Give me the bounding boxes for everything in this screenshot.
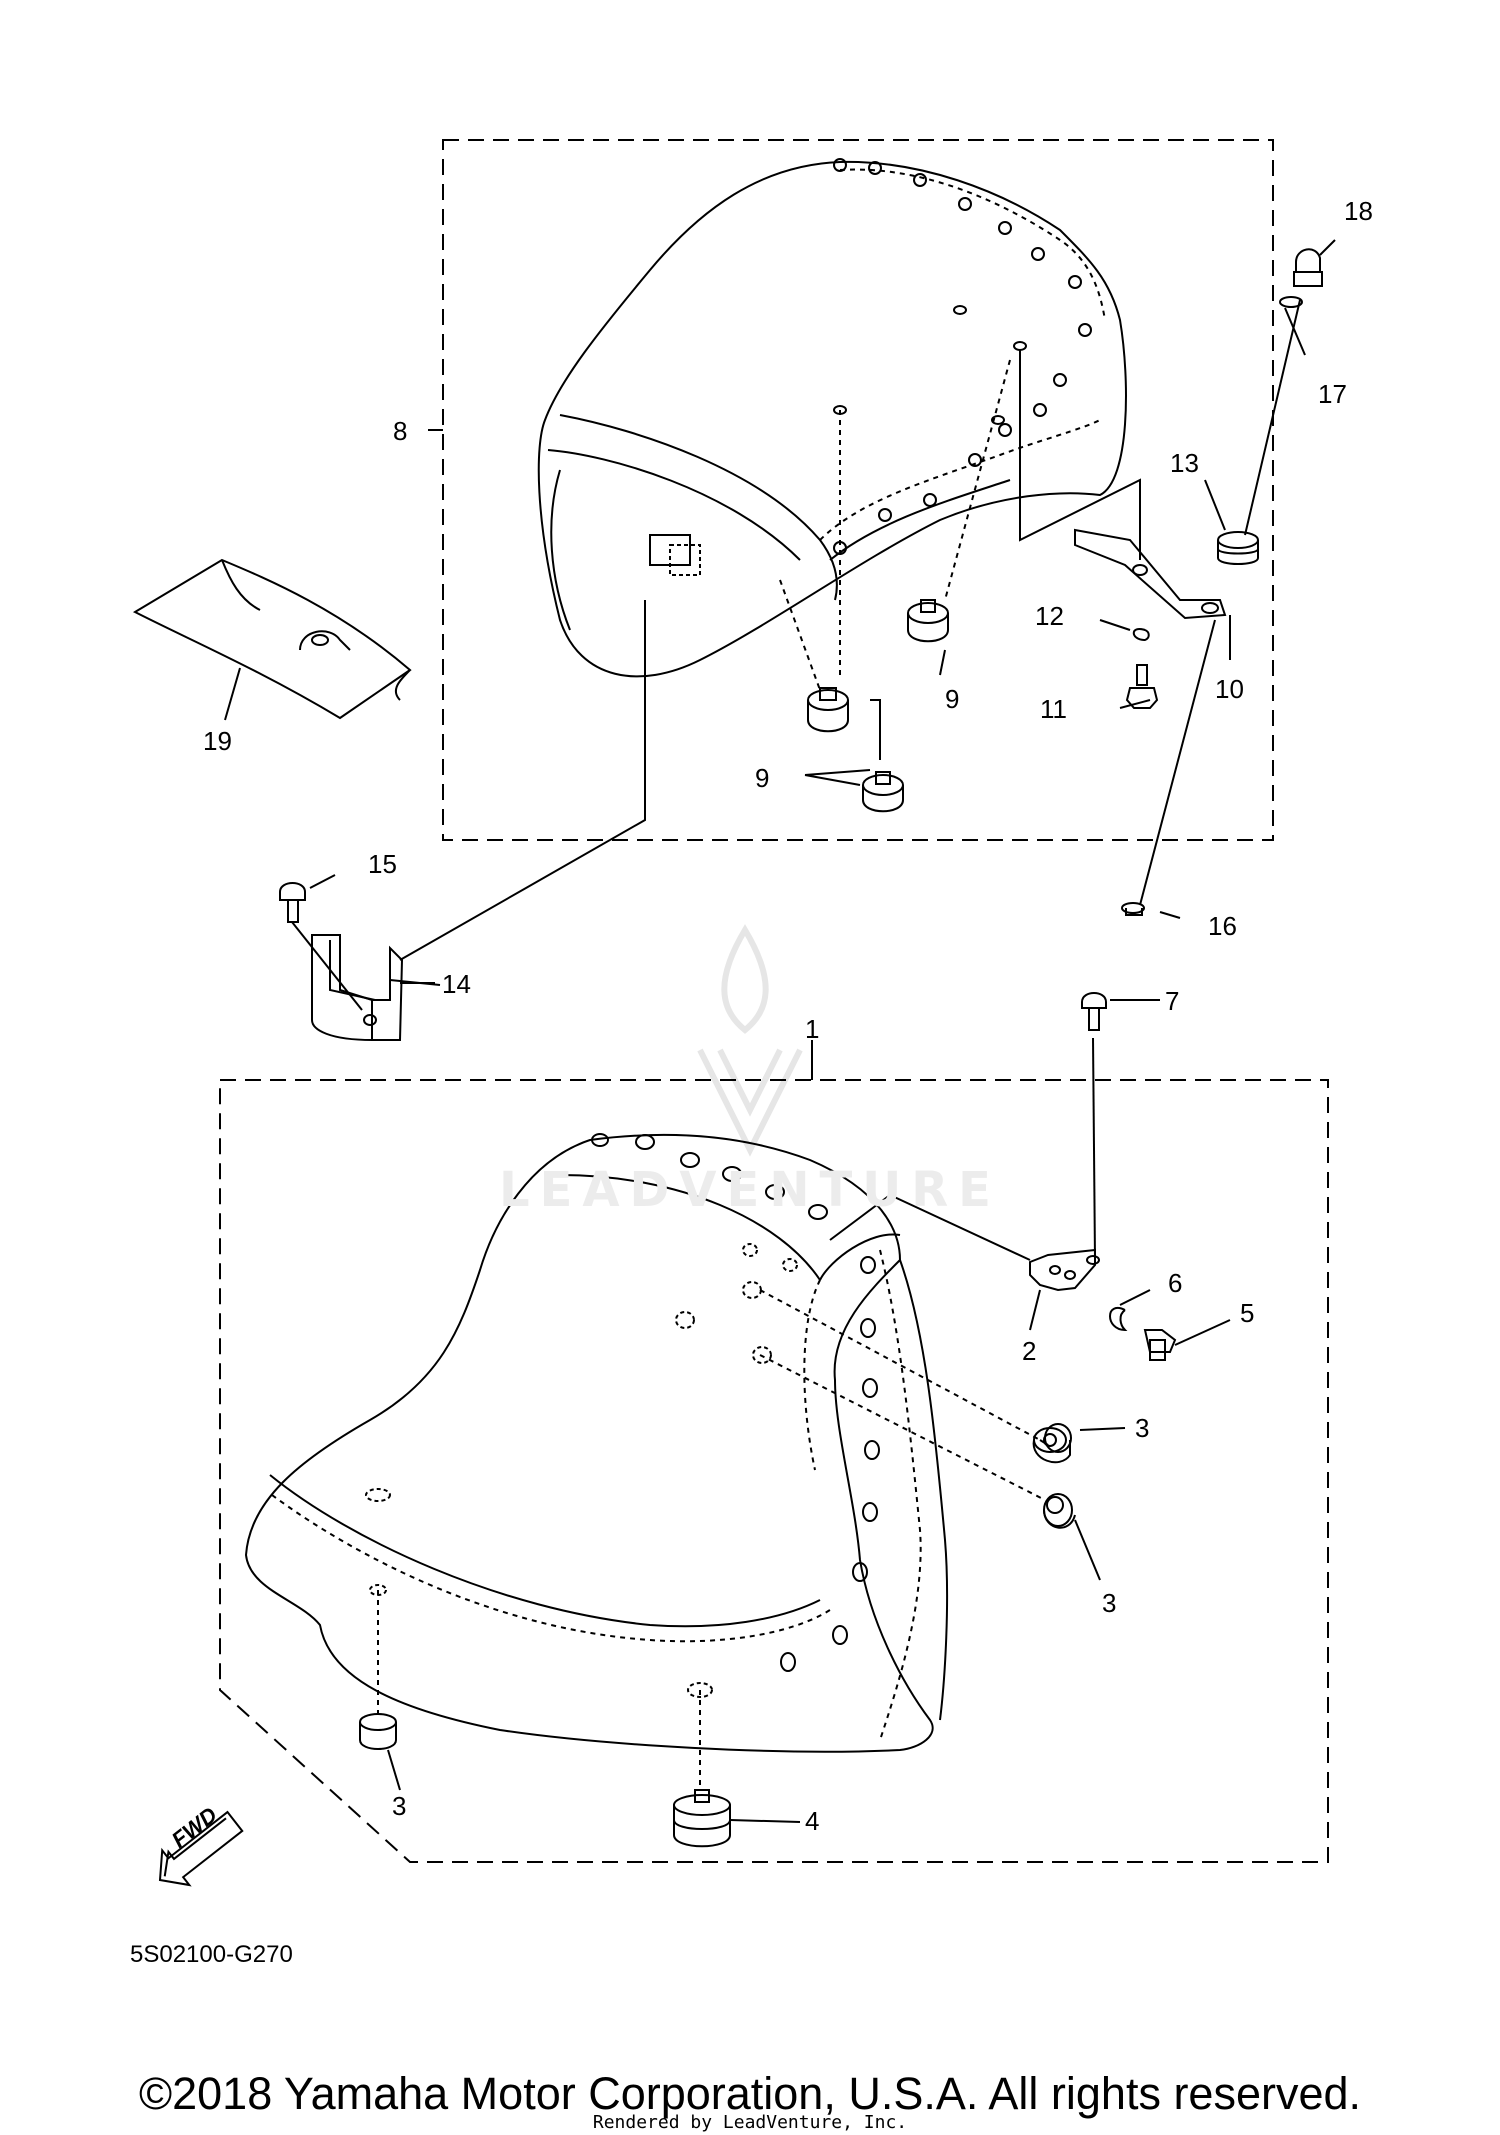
grommet-9-b bbox=[862, 771, 904, 813]
seat-upper bbox=[537, 158, 1127, 678]
bolt-16 bbox=[1121, 902, 1145, 916]
callout-9: 9 bbox=[755, 763, 769, 793]
watermark-text: LEADVENTURE bbox=[499, 1162, 1001, 1218]
copyright-notice: ©2018 Yamaha Motor Corporation, U.S.A. A… bbox=[138, 2068, 1362, 2119]
double-seat-group-box bbox=[219, 1079, 1329, 1863]
bolt-5 bbox=[1143, 1329, 1177, 1361]
bolt-11 bbox=[1125, 664, 1159, 709]
callout-4: 4 bbox=[805, 1806, 819, 1836]
bracket-14 bbox=[311, 934, 441, 1041]
callout-6: 6 bbox=[1168, 1268, 1182, 1298]
callout-16: 16 bbox=[1208, 911, 1237, 941]
callout-15: 15 bbox=[368, 849, 397, 879]
screw-7 bbox=[1081, 992, 1107, 1031]
seat-lower bbox=[244, 1133, 949, 1753]
callout-3: 3 bbox=[1102, 1588, 1116, 1618]
bracket-2 bbox=[1029, 1248, 1100, 1292]
screw-15 bbox=[279, 882, 363, 1011]
callout-9: 9 bbox=[945, 684, 959, 714]
damper-3-c bbox=[359, 1713, 397, 1750]
fwd-arrow-icon bbox=[158, 1810, 244, 1887]
callout-17: 17 bbox=[1318, 379, 1347, 409]
circlip-6 bbox=[1109, 1307, 1128, 1332]
callout-18: 18 bbox=[1344, 196, 1373, 226]
callout-12: 12 bbox=[1035, 601, 1064, 631]
callout-10: 10 bbox=[1215, 674, 1244, 704]
damper-3-b bbox=[1043, 1493, 1076, 1529]
callout-3: 3 bbox=[392, 1791, 406, 1821]
callout-11: 11 bbox=[1040, 694, 1067, 724]
callout-labels: 1 2 3 3 3 4 5 6 7 8 9 9 10 11 12 13 14 1… bbox=[130, 196, 1373, 1968]
callout-7: 7 bbox=[1165, 986, 1179, 1016]
diagram-code: 5S02100-G270 bbox=[130, 1941, 293, 1968]
cap-nut-18 bbox=[1293, 248, 1323, 287]
grommet-9-a bbox=[807, 687, 849, 733]
callout-5: 5 bbox=[1240, 1298, 1254, 1328]
callout-8: 8 bbox=[393, 416, 407, 446]
damper-4 bbox=[673, 1789, 731, 1848]
damper-13 bbox=[1217, 531, 1259, 565]
circlip-12 bbox=[1132, 628, 1150, 642]
seat-pad-19 bbox=[132, 558, 412, 720]
callout-2: 2 bbox=[1022, 1336, 1036, 1366]
rendered-by-notice: Rendered by LeadVenture, Inc. bbox=[592, 2112, 908, 2133]
seat-assembly-group-box bbox=[442, 139, 1274, 841]
damper-3-a bbox=[1032, 1423, 1072, 1464]
callout-3: 3 bbox=[1135, 1413, 1149, 1443]
washer-17 bbox=[1279, 296, 1303, 308]
callout-13: 13 bbox=[1170, 448, 1199, 478]
callout-19: 19 bbox=[203, 726, 232, 756]
fwd-label: FWD bbox=[167, 1802, 222, 1853]
callout-1: 1 bbox=[805, 1014, 819, 1044]
grommet-9-c bbox=[907, 599, 949, 643]
leadventure-watermark-logo bbox=[697, 924, 803, 1157]
callout-14: 14 bbox=[442, 969, 471, 999]
bracket-10 bbox=[1074, 528, 1227, 620]
